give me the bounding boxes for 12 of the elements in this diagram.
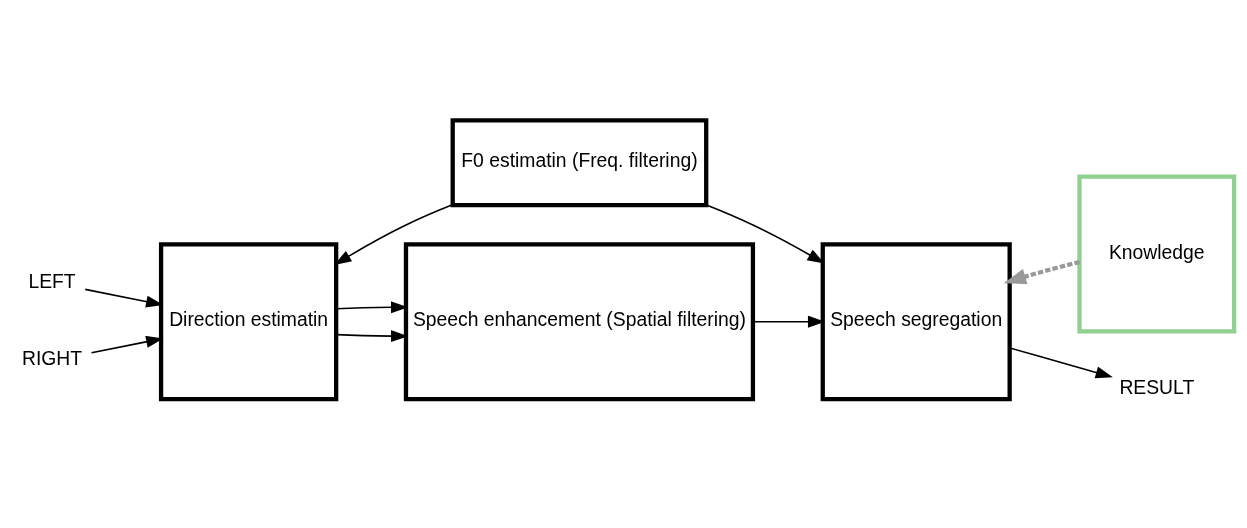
arrow (1003, 259, 1080, 284)
node-text: RIGHT (21, 347, 83, 369)
node-text: LEFT (28, 270, 76, 292)
arrow (90, 335, 164, 354)
arrow (752, 315, 826, 328)
node-box: F0 estimatin (Freq. filtering) (450, 117, 709, 207)
node-box: Speech segregation (820, 241, 1012, 401)
node-box: Direction estimatin (158, 241, 339, 401)
node-text: RESULT (1119, 376, 1195, 398)
arrow (1009, 346, 1113, 378)
node-box: Knowledge (1077, 174, 1237, 333)
node-box: Speech enhancement (Spatial filtering) (403, 241, 756, 401)
